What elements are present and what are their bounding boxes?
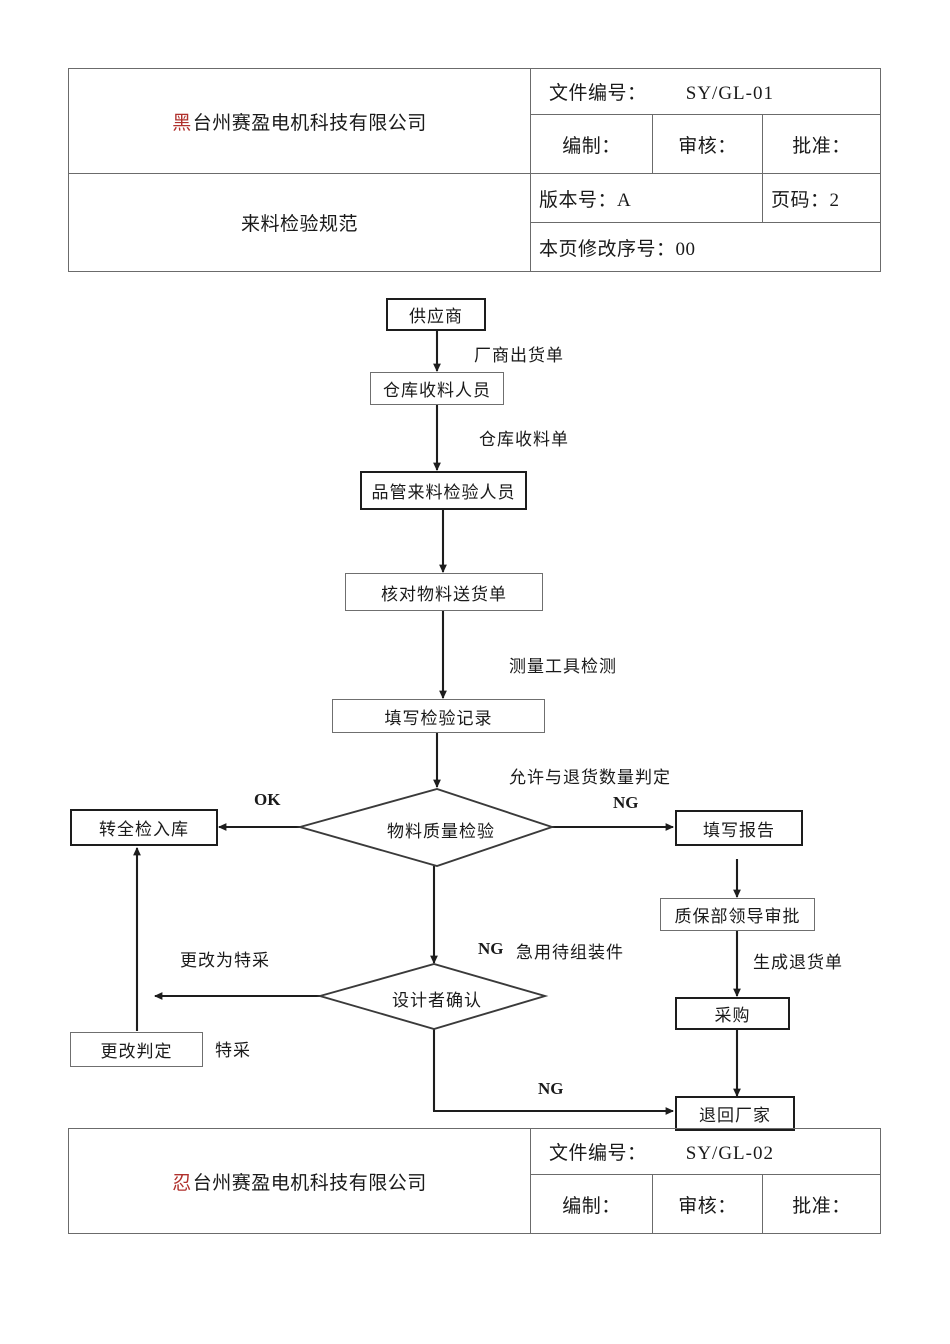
flow-node-fill-inspection-record: 填写检验记录 <box>332 699 545 733</box>
edge-label-ok: OK <box>254 790 281 809</box>
node-label: 品管来料检验人员 <box>371 483 516 502</box>
edge-label-ng-bottom: NG <box>538 1079 564 1098</box>
node-label: 填写报告 <box>703 820 775 840</box>
node-label: 更改判定 <box>100 1042 173 1061</box>
edge-label-allow-return-qty-decision: 允许与退货数量判定 <box>509 768 671 787</box>
flow-node-transfer-full-inspection: 转全检入库 <box>70 809 218 846</box>
edge-label-warehouse-receipt-note: 仓库收料单 <box>479 430 569 449</box>
company-mark: 黑 <box>172 112 192 134</box>
table-row: 忍台州赛盈电机科技有限公司 文件编号： SY/GL-02 <box>68 1128 881 1234</box>
revision-cell: 本页修改序号：00 <box>530 222 881 272</box>
flow-node-qc-inspector: 品管来料检验人员 <box>360 471 527 510</box>
flow-node-return-to-manufacturer: 退回厂家 <box>675 1096 795 1131</box>
footer-table: 忍台州赛盈电机科技有限公司 文件编号： SY/GL-02 编制： 审核： 批准： <box>68 1128 881 1234</box>
node-label: 转全检入库 <box>99 820 189 839</box>
flow-node-purchase: 采购 <box>675 997 790 1030</box>
company-name: 台州赛盈电机科技有限公司 <box>192 1172 427 1194</box>
reviewed-cell: 审核： <box>652 1174 763 1234</box>
footer-docno-cell: 文件编号： SY/GL-02 <box>530 1128 881 1175</box>
docno-value: SY/GL-02 <box>685 1143 774 1164</box>
edge-label-ng-right: NG <box>613 793 639 812</box>
flow-node-fill-report: 填写报告 <box>675 810 803 846</box>
table-row: 编制： 审核： 批准： <box>69 1174 881 1234</box>
table-row: 编制： 审核： 批准： <box>69 114 881 174</box>
version-cell: 版本号：A <box>530 173 763 223</box>
node-label: 采购 <box>714 1006 751 1025</box>
docno-label: 文件编号： <box>549 83 647 104</box>
node-label: 退回厂家 <box>699 1106 771 1125</box>
header-company-cell: 黑台州赛盈电机科技有限公司 <box>68 68 531 174</box>
flow-node-check-delivery-note: 核对物料送货单 <box>345 573 543 611</box>
node-label: 供应商 <box>409 307 463 326</box>
company-mark: 忍 <box>172 1172 192 1194</box>
node-label: 质保部领导审批 <box>674 907 801 926</box>
docno-label: 文件编号： <box>549 1143 647 1164</box>
table-row: 本页修改序号：00 <box>69 222 881 272</box>
node-label: 核对物料送货单 <box>381 584 507 604</box>
edge-label-generate-return-note: 生成退货单 <box>753 953 843 972</box>
header-doc-title: 来料检验规范 <box>68 173 531 272</box>
table-row: 来料检验规范 版本号：A 页码：2 <box>68 173 881 272</box>
edge-label-ng-designer: NG <box>478 939 504 958</box>
edge-label-special-purchase: 特采 <box>215 1041 251 1060</box>
footer-company-cell: 忍台州赛盈电机科技有限公司 <box>68 1128 531 1234</box>
node-label: 填写检验记录 <box>384 708 493 728</box>
flow-node-supplier: 供应商 <box>386 298 486 331</box>
flow-node-change-judgement: 更改判定 <box>70 1032 203 1067</box>
docno-value: SY/GL-01 <box>685 83 774 104</box>
prepared-cell: 编制： <box>530 114 653 174</box>
edge-label-measuring-tool-check: 测量工具检测 <box>509 657 617 676</box>
prepared-cell: 编制： <box>530 1174 653 1234</box>
company-name: 台州赛盈电机科技有限公司 <box>192 112 427 134</box>
table-row: 黑台州赛盈电机科技有限公司 文件编号： SY/GL-01 <box>68 68 881 174</box>
edge-label-urgent-pending-assembly: 急用待组装件 <box>516 943 624 962</box>
approved-cell: 批准： <box>762 114 881 174</box>
header-docno-cell: 文件编号： SY/GL-01 <box>530 68 881 115</box>
approved-cell: 批准： <box>762 1174 881 1234</box>
decision-label-designer-confirm: 设计者确认 <box>392 991 482 1010</box>
header-table: 黑台州赛盈电机科技有限公司 文件编号： SY/GL-01 编制： 审核： 批准：… <box>68 68 881 272</box>
node-label: 仓库收料人员 <box>383 381 491 400</box>
page-cell: 页码：2 <box>762 173 881 223</box>
flow-node-qa-leader-approval: 质保部领导审批 <box>660 898 815 931</box>
edge-label-supplier-shipping-note: 厂商出货单 <box>474 346 564 365</box>
flow-node-warehouse-receiver: 仓库收料人员 <box>370 372 504 405</box>
decision-label-material-quality: 物料质量检验 <box>387 822 495 841</box>
edge-label-change-to-special-purchase: 更改为特采 <box>180 951 270 970</box>
